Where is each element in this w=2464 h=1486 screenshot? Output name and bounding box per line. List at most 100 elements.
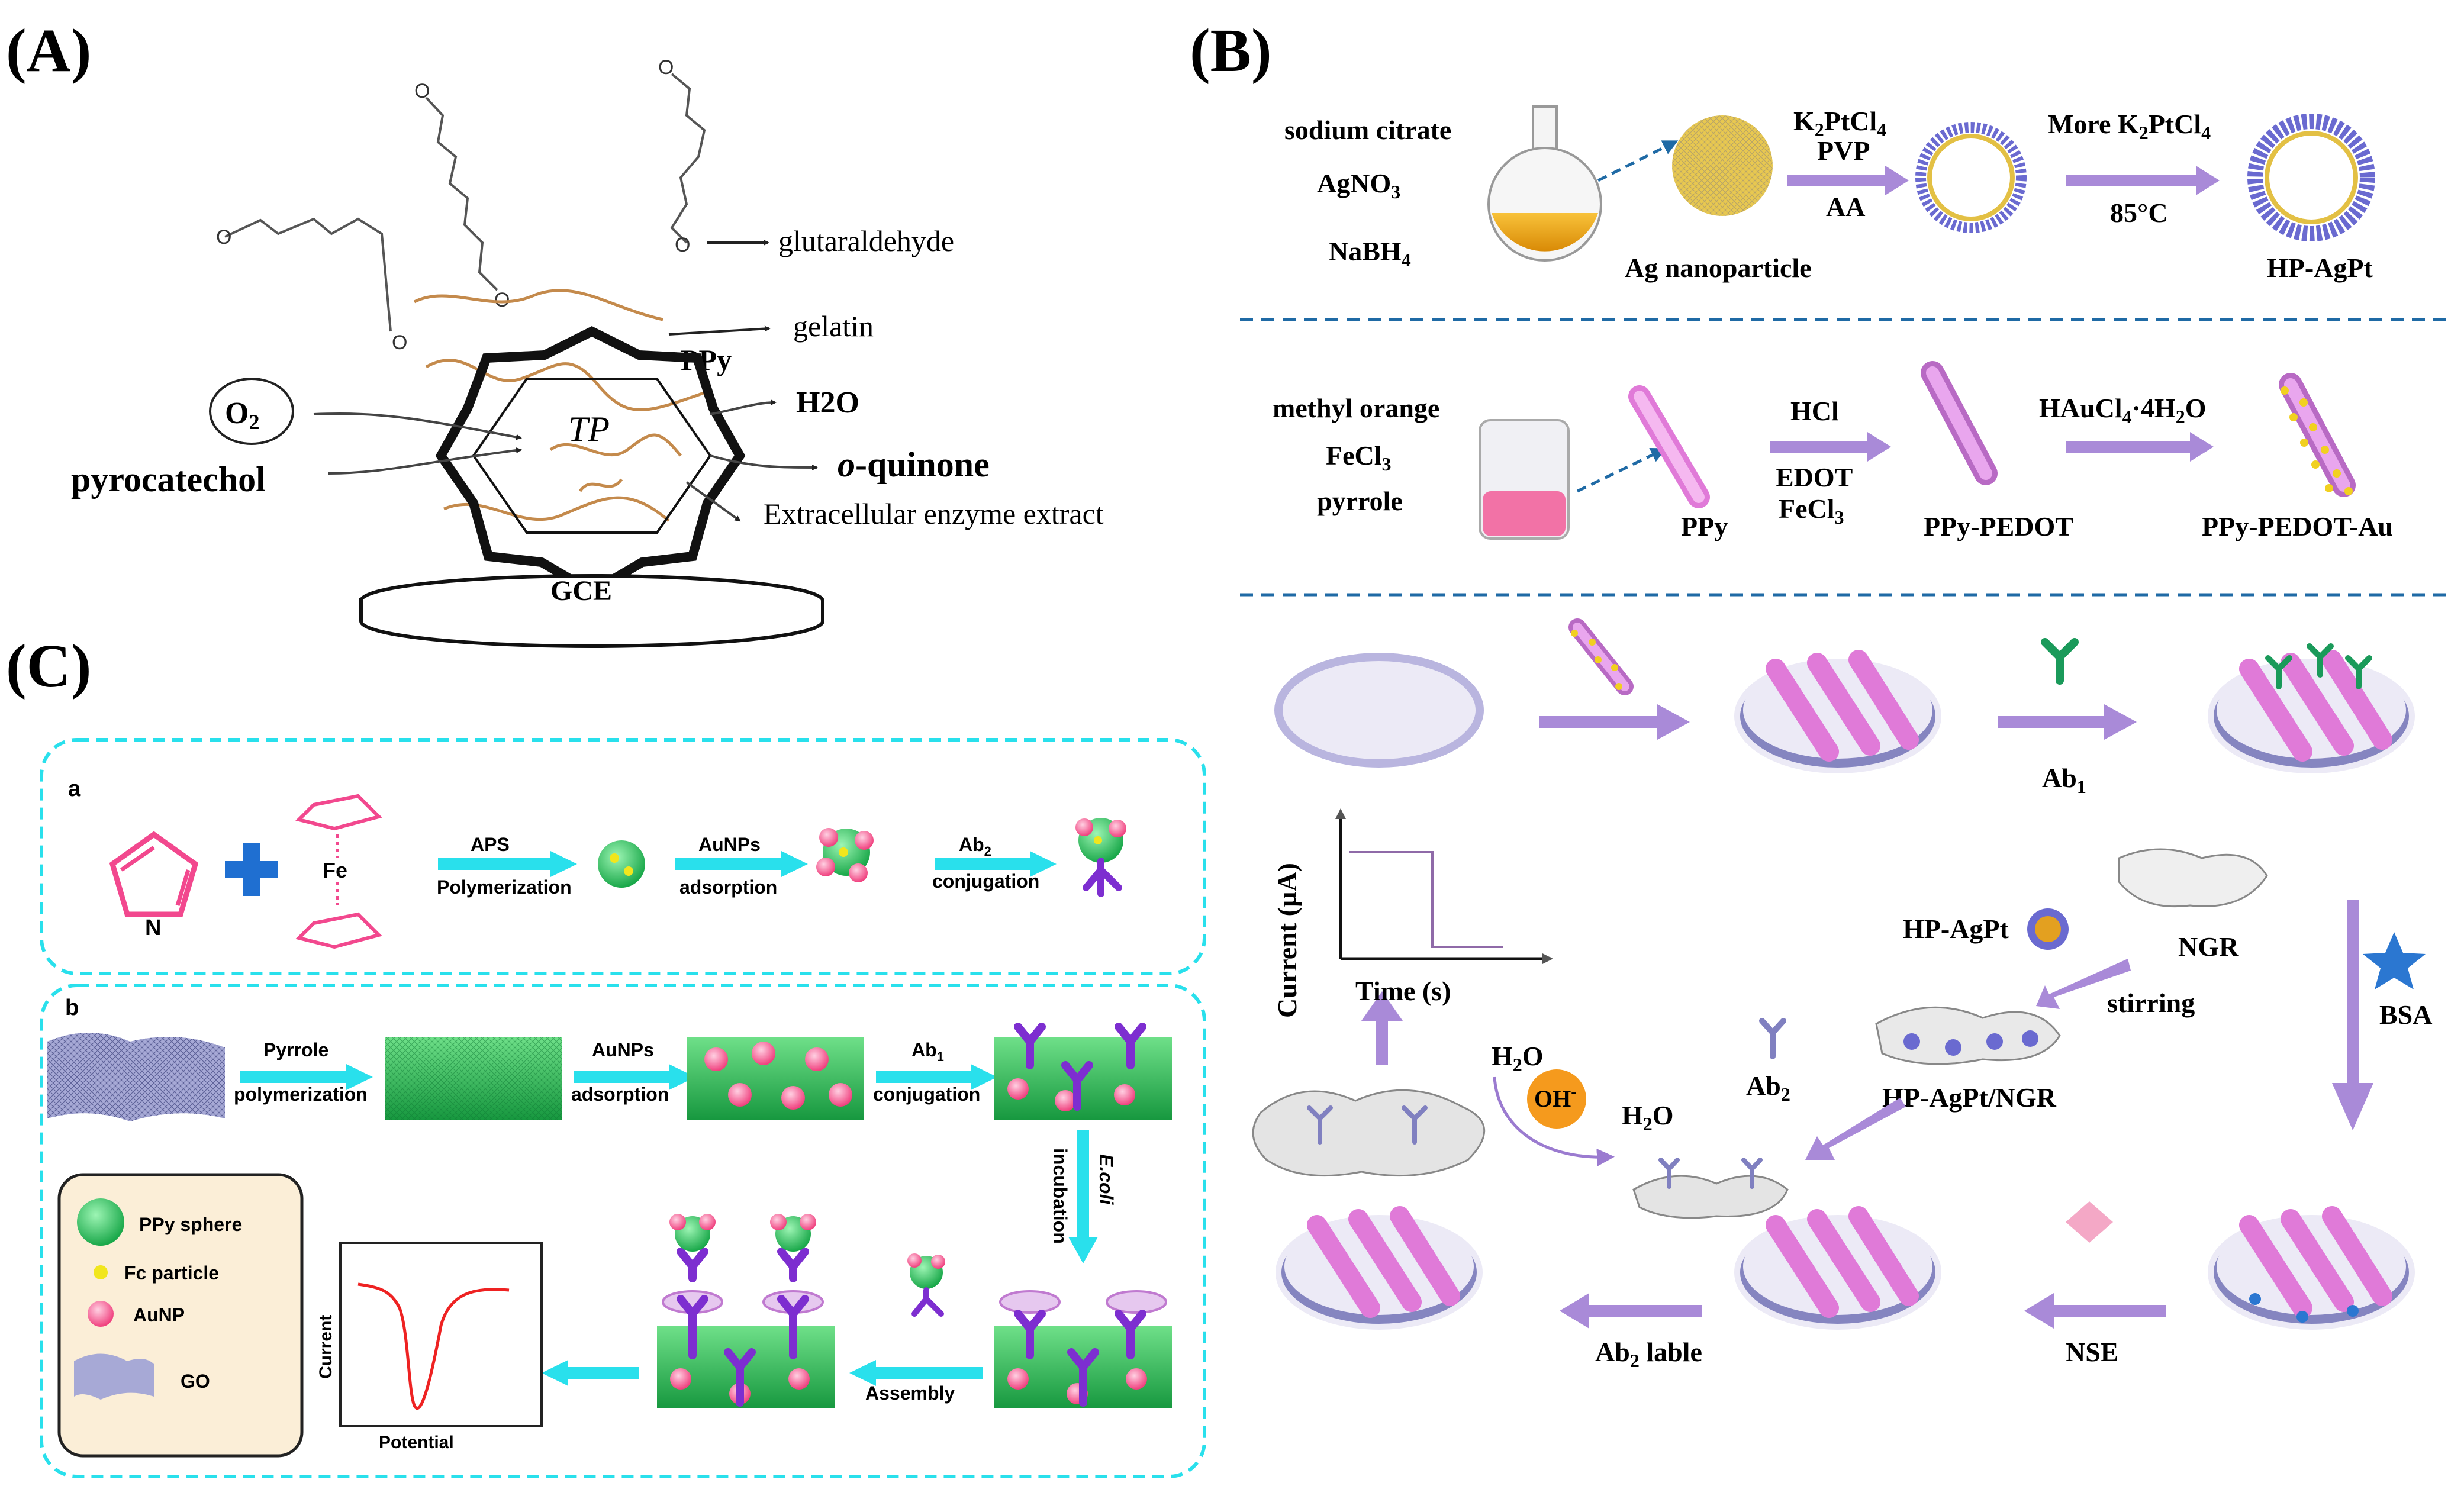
legend-ppy-sphere: PPy sphere [139,1214,242,1235]
hp-agpt-small-icon [2027,908,2069,950]
ppy-go-sheet [385,1037,562,1120]
ppy-pedot-label: PPy-PEDOT [1924,511,2073,541]
hp-agpt-label-b: HP-AgPt [1903,914,2009,944]
ag-np-label: Ag nanoparticle [1625,253,1812,283]
pyrocatechol-label: pyrocatechol [71,460,266,499]
go-mesh-sheet [47,1033,225,1121]
h2o-label: H2O [796,386,859,420]
ppy-pedot-au-label: PPy-PEDOT-Au [2202,511,2393,541]
gelatin-label: gelatin [793,310,874,343]
sphere-aunp-icon [816,828,874,882]
dpv-current-label: Current [316,1315,336,1379]
panel-c: (C) a N Fe APS Polymerization AuNPs adso… [6,632,1206,1478]
nse-icon [2066,1201,2113,1243]
sheet-assembled [657,1214,835,1408]
arrow-b10-stem [1376,1018,1388,1065]
ppy-label-b: PPy [1681,511,1728,541]
arrow-c5 [574,1064,695,1090]
svg-text:O: O [414,80,430,102]
reagent-methyl-orange: methyl orange [1273,393,1439,423]
arrow-b5 [1539,704,1690,740]
reagent-pyrrole: pyrrole [1317,486,1403,516]
hp-agpt-ngr-label: HP-AgPt/NGR [1882,1082,2057,1113]
ngr-ab2-complex [1632,1158,1789,1219]
hp-agpt-label: HP-AgPt [2267,253,2373,283]
incubation-label: incubation [1049,1148,1071,1244]
fecl3-label-b: FeCl3 [1779,494,1844,528]
oh-circle [1527,1069,1586,1129]
current-axis-label: Current (µA) [1272,863,1302,1018]
dpv-potential-label: Potential [379,1433,454,1452]
svg-text:O: O [494,289,510,311]
arrow-c1 [438,851,577,877]
rod-small-icon [1568,618,1634,695]
ppy-pedot-rod-icon [1921,361,1998,485]
gelatin-fibers [413,289,711,522]
rod-electrode-2 [2208,643,2415,773]
bsa-label: BSA [2379,1000,2432,1030]
legend-fc-icon [94,1265,108,1279]
ab2-lable-label: Ab2 lable [1595,1337,1702,1371]
arrow-b11 [2036,959,2131,1009]
oquinone-label: o-quinone [838,445,990,484]
arrow-b1 [1787,166,1909,195]
edot-label: EDOT [1776,462,1853,492]
reagent-sodium-citrate: sodium citrate [1284,115,1451,145]
panel-a-label: (A) [6,17,91,85]
arrow-b9-left [1560,1293,1702,1329]
arrow-b3 [1770,432,1891,462]
ngr-sheet-icon [2118,848,2268,908]
svg-text:O: O [658,56,674,79]
ab1-label: Ab1 [2042,763,2086,797]
oquinone-arrow [710,454,818,470]
pyrocatechol-arrow [328,447,522,475]
sheet-aunp [687,1037,864,1120]
hp-agpt-icon [2247,114,2375,241]
ab2-label-b: Ab2 [1746,1071,1790,1105]
legend-go-icon [74,1353,154,1400]
reagent-agno3: AgNO3 [1317,168,1400,202]
box-a [40,738,1206,975]
pyrrole-n-label: N [145,916,161,940]
h2o-label-b: H2O [1622,1100,1674,1134]
panel-a: (A) OO OO OO glutaraldehyde gelatin PPy … [6,17,1104,648]
aldehyde-o-labels: OO OO OO [216,56,690,354]
ag-nanoparticle-icon [1672,115,1773,216]
k2ptcl4-label: K2PtCl4 [1793,106,1886,140]
nse-label: NSE [2066,1337,2118,1367]
arrow-b10-head [1361,991,1403,1021]
aunps-b-label: AuNPs [592,1039,654,1060]
legend-go: GO [181,1371,210,1392]
dpv-curve [357,1282,510,1410]
enzyme-arrow [685,481,741,522]
hp-agpt-ngr-icon [1875,1006,2061,1065]
bsa-star-icon [2363,932,2426,989]
gelatin-arrow [668,325,771,336]
sheet-ecoli [994,1290,1172,1408]
legend-ppy-sphere-icon [77,1198,124,1246]
hollow-np-icon [1915,122,2027,233]
polymerization-b-label: polymerization [234,1084,368,1105]
aa-label: AA [1826,192,1865,222]
svg-text:O: O [392,331,407,354]
arrow-b7-down [2332,900,2373,1130]
adsorption-label: adsorption [679,876,777,898]
rod-electrode-1 [1734,650,1941,773]
gce-label: GCE [550,575,612,607]
o2-label: O2 [225,397,259,434]
arrow-c6 [876,1064,997,1090]
bare-electrode [1274,653,1484,768]
flask-icon [1487,105,1602,262]
o2-arrow [313,412,522,440]
arrow-c3 [935,851,1057,877]
pvp-label: PVP [1817,136,1870,166]
electrode-final [1276,1206,1483,1330]
svg-text:O: O [216,226,231,249]
ferrocene-fe-label: Fe [323,858,347,882]
temp-label: 85°C [2110,198,2168,228]
plus-icon [225,843,278,896]
box-b-label: b [65,995,79,1020]
aps-label: APS [471,834,510,855]
panel-b: (B) sodium citrate AgNO3 NaBH4 Ag nanopa… [1190,17,2450,1371]
h2o2-curve-arrow [1493,1076,1615,1166]
